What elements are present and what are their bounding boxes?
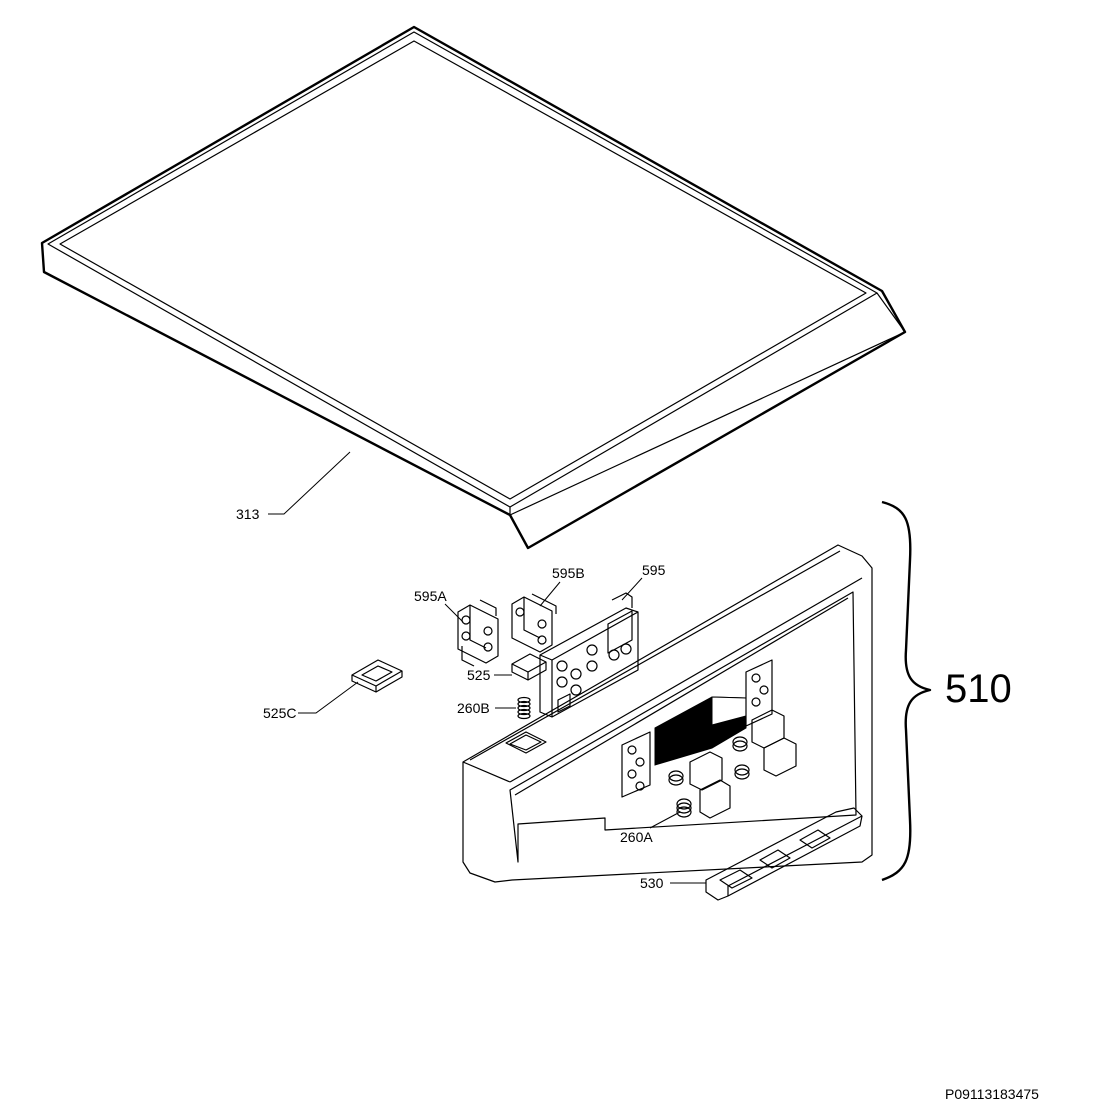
leader-lines (268, 451, 706, 884)
callout-525: 525 (467, 667, 491, 683)
worktop-313 (40, 25, 907, 550)
spring-260a (676, 798, 692, 818)
callout-260b: 260B (457, 700, 490, 716)
callout-595b: 595B (552, 565, 585, 581)
control-board-595 (539, 592, 639, 718)
spring-260b (517, 696, 531, 720)
callout-530: 530 (640, 875, 664, 891)
callout-313: 313 (236, 506, 260, 522)
reference-code: P09113183475 (945, 1086, 1039, 1102)
cover-525c (351, 659, 403, 693)
bracket-595b (511, 593, 557, 653)
control-panel-fascia (462, 544, 873, 883)
callout-260a: 260A (620, 829, 653, 845)
callout-525c: 525C (263, 705, 296, 721)
group-brace (881, 500, 932, 882)
clip-525 (511, 653, 547, 681)
latch-530 (705, 807, 863, 901)
group-label-510: 510 (945, 667, 1012, 711)
callout-595: 595 (642, 562, 666, 578)
bracket-595a (457, 599, 499, 667)
callout-595a: 595A (414, 588, 447, 604)
